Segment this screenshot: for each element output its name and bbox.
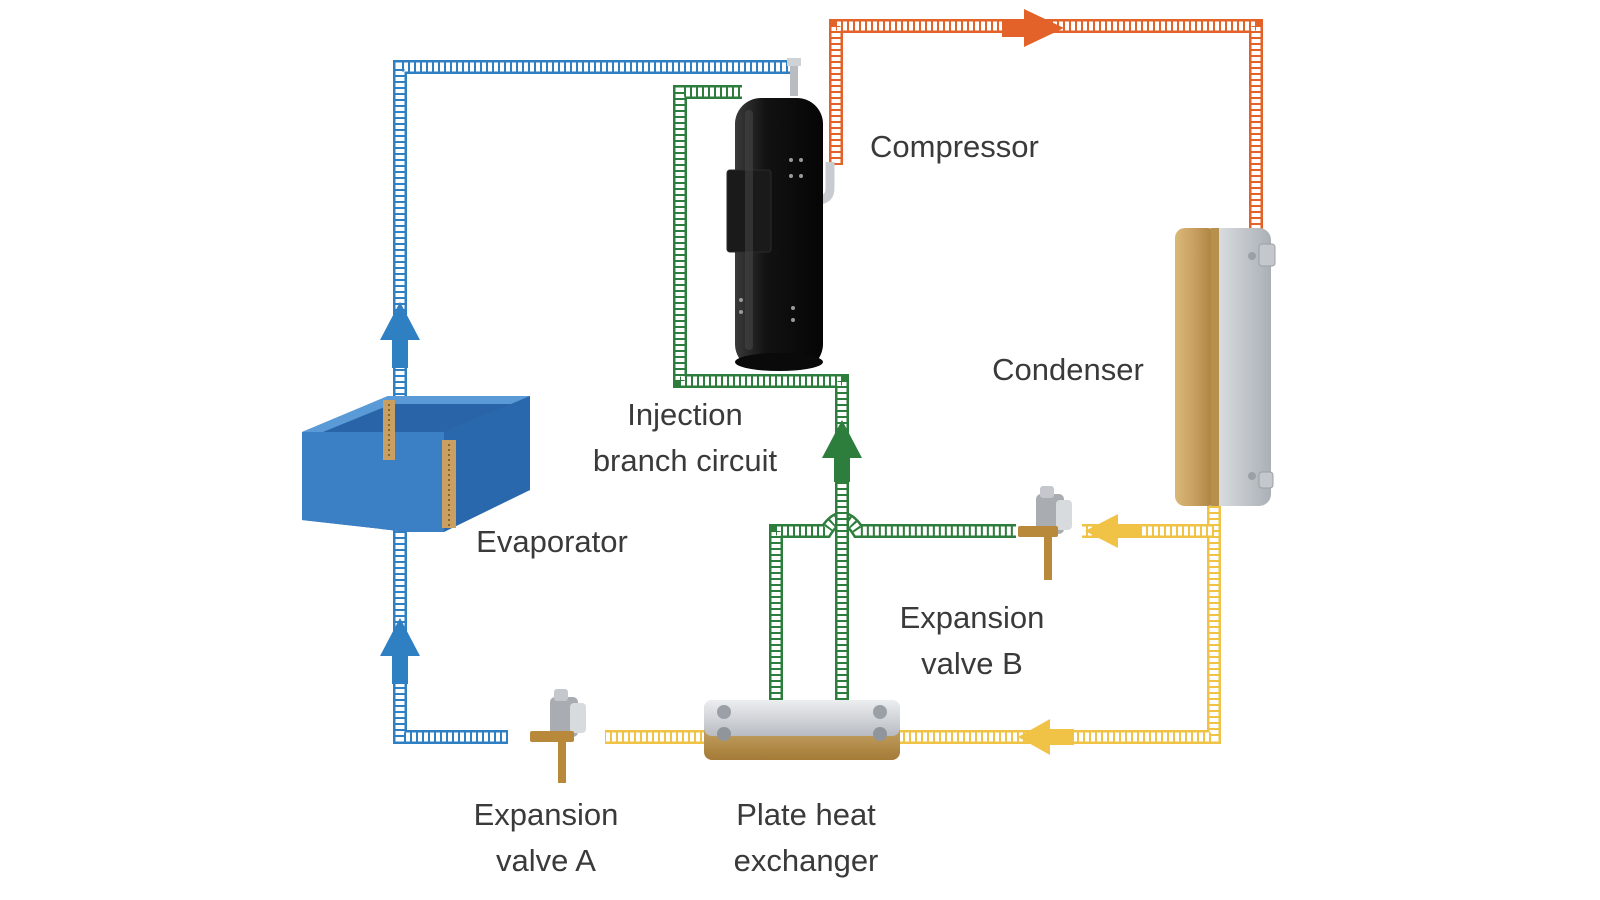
expansion-valve-a-icon — [530, 689, 586, 783]
injection-label-line2: branch circuit — [593, 443, 778, 478]
injection-label-line1: Injection — [627, 397, 742, 432]
compressor-icon — [726, 58, 835, 371]
phe-label-line1: Plate heat — [736, 797, 876, 832]
flow-arrow-liquid-b — [1085, 514, 1142, 548]
phe-label-line2: exchanger — [734, 843, 879, 878]
evaporator-label: Evaporator — [476, 524, 628, 559]
valve-a-label-line1: Expansion — [474, 797, 619, 832]
flow-arrow-suction-upper — [380, 302, 420, 368]
flow-arrow-suction-lower — [380, 618, 420, 684]
valve-b-label-line1: Expansion — [900, 600, 1045, 635]
valve-b-label-line2: valve B — [921, 646, 1023, 681]
plate-heat-exchanger-icon — [704, 700, 900, 760]
evaporator-icon — [302, 396, 530, 532]
condenser-label: Condenser — [992, 352, 1144, 387]
compressor-label: Compressor — [870, 129, 1039, 164]
condenser-icon — [1175, 228, 1276, 506]
injection-line — [673, 85, 1016, 700]
flow-arrow-liquid-main — [1018, 719, 1074, 755]
expansion-valve-b-icon — [1018, 486, 1072, 580]
flow-arrow-discharge — [1002, 9, 1064, 47]
valve-a-label-line2: valve A — [496, 843, 596, 878]
flow-arrow-injection — [822, 420, 862, 482]
